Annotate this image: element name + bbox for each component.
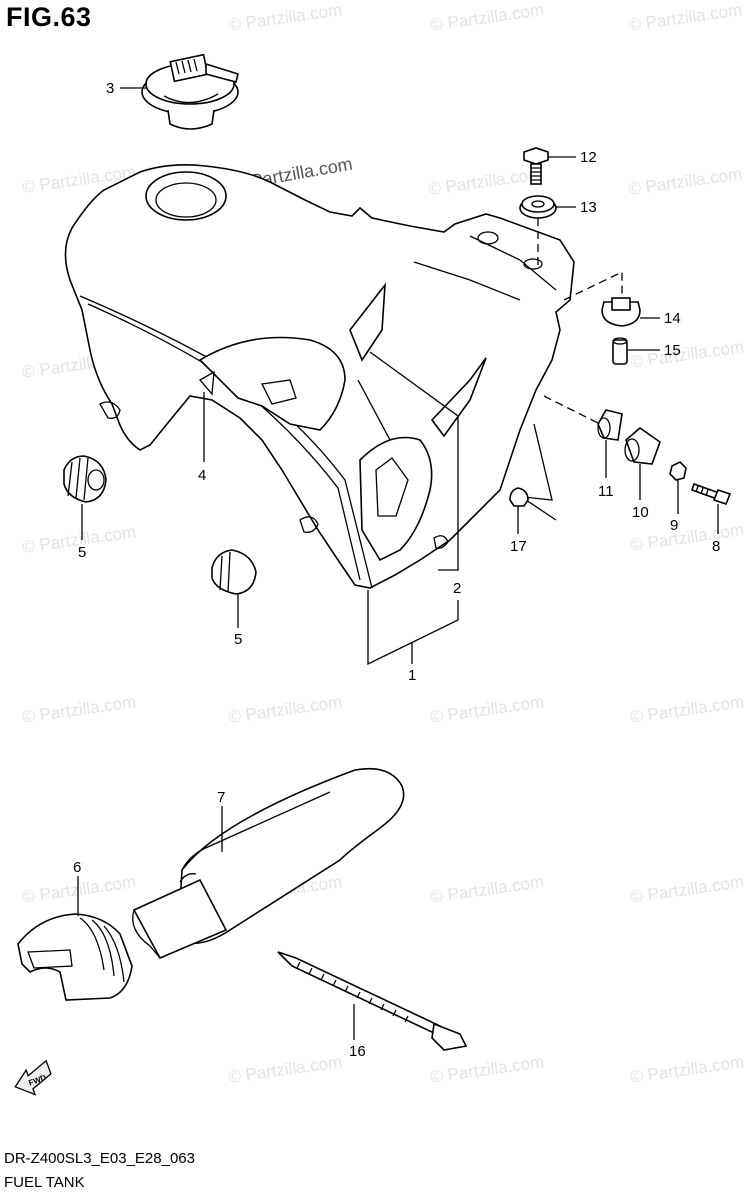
callout-8: 7 xyxy=(217,789,225,806)
cushion-part-15 xyxy=(601,297,660,327)
cable-tie-part-7 xyxy=(277,951,468,1051)
damper-part-12 xyxy=(597,409,623,478)
callout-6: 6 xyxy=(73,859,81,876)
section-name: FUEL TANK xyxy=(4,1174,85,1191)
model-code: DR-Z400SL3_E03_E28_063 xyxy=(4,1150,195,1167)
trim-part-4-leader xyxy=(198,370,215,462)
callout-brackets xyxy=(367,590,459,666)
callout-16: 15 xyxy=(664,342,681,359)
callout-3: 3 xyxy=(106,80,114,97)
callout-12: 11 xyxy=(598,483,614,500)
cushion-part-11 xyxy=(624,426,661,500)
nut-part-10 xyxy=(669,461,687,514)
callout-10: 9 xyxy=(670,517,678,534)
heat-shield-part-8 xyxy=(132,767,405,960)
spacer-part-16 xyxy=(612,337,660,365)
callout-15: 14 xyxy=(664,310,681,327)
cushion-part-14 xyxy=(519,195,576,219)
callout-9: 8 xyxy=(712,538,720,555)
protector-part-6 xyxy=(17,876,133,1001)
callout-1: 1 xyxy=(408,667,416,684)
assembly-lines xyxy=(369,218,623,571)
figure-title: FIG.63 xyxy=(6,2,92,32)
callout-4: 4 xyxy=(198,467,206,484)
cushion-part-5-lower xyxy=(211,549,257,628)
callout-7: 16 xyxy=(349,1043,366,1060)
callout-5-upper: 5 xyxy=(78,544,86,561)
callout-14: 13 xyxy=(580,199,597,216)
fuel-tank-part-1 xyxy=(64,164,575,589)
callout-11: 10 xyxy=(632,504,649,521)
fuel-cap-part-3 xyxy=(141,53,239,130)
fwd-arrow-icon: FWD xyxy=(14,1059,52,1096)
grommet-part-17 xyxy=(509,487,529,534)
bolt-part-9 xyxy=(690,482,732,534)
callout-5-lower: 5 xyxy=(234,631,242,648)
cushion-part-5-upper xyxy=(63,455,107,540)
callout-13: 12 xyxy=(580,149,597,166)
callout-2: 2 xyxy=(453,580,461,597)
callout-17: 17 xyxy=(510,538,527,555)
bolt-part-13 xyxy=(523,147,576,185)
